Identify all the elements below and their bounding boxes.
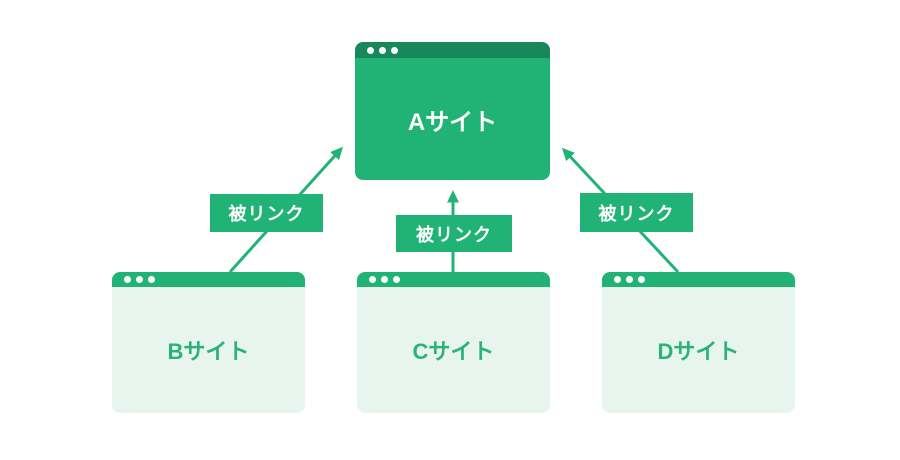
window-titlebar xyxy=(357,272,550,287)
window-titlebar xyxy=(112,272,305,287)
window-control-dot xyxy=(124,276,131,283)
backlink-label-middle: 被リンク xyxy=(396,215,512,252)
window-control-dot xyxy=(614,276,621,283)
backlink-label-right: 被リンク xyxy=(580,193,693,232)
window-control-dot xyxy=(638,276,645,283)
window-control-dot xyxy=(381,276,388,283)
window-control-dot xyxy=(148,276,155,283)
backlink-label-left: 被リンク xyxy=(210,194,323,232)
site-window-b: Bサイト xyxy=(112,272,305,413)
site-label-b: Bサイト xyxy=(112,287,305,413)
window-control-dot xyxy=(136,276,143,283)
site-window-d: Dサイト xyxy=(602,272,795,413)
window-control-dot xyxy=(393,276,400,283)
window-control-dot xyxy=(367,46,374,54)
window-control-dot xyxy=(391,46,398,54)
window-control-dot xyxy=(379,46,386,54)
window-control-dot xyxy=(626,276,633,283)
window-titlebar xyxy=(355,42,550,58)
site-window-c: Cサイト xyxy=(357,272,550,413)
site-label-c: Cサイト xyxy=(357,287,550,413)
site-label-d: Dサイト xyxy=(602,287,795,413)
site-window-a: Aサイト xyxy=(355,42,550,180)
window-titlebar xyxy=(602,272,795,287)
window-control-dot xyxy=(369,276,376,283)
site-label-a: Aサイト xyxy=(355,58,550,180)
